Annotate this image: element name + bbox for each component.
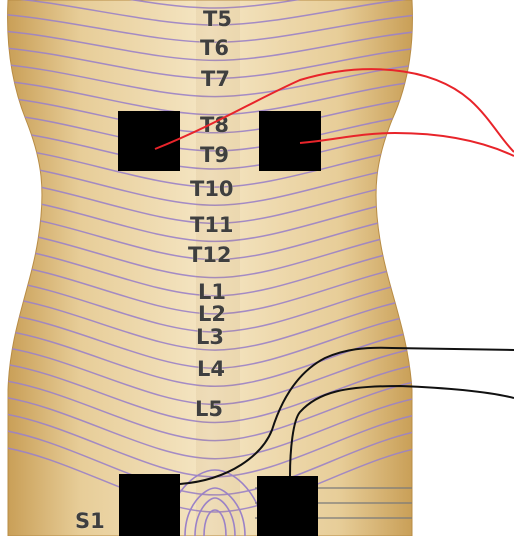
label-t9: T9 <box>200 143 229 167</box>
lower-left-electrode[interactable] <box>119 474 180 536</box>
label-t11: T11 <box>190 213 234 237</box>
label-l1: L1 <box>198 280 226 304</box>
label-t10: T10 <box>190 177 234 201</box>
label-t5: T5 <box>203 7 232 31</box>
label-t7: T7 <box>201 67 230 91</box>
label-l3: L3 <box>196 325 224 349</box>
upper-left-electrode[interactable] <box>118 111 180 171</box>
label-l4: L4 <box>197 357 225 381</box>
lower-right-electrode[interactable] <box>257 476 318 536</box>
label-s1: S1 <box>75 509 105 533</box>
label-l2: L2 <box>198 302 226 326</box>
label-l5: L5 <box>195 397 223 421</box>
label-t6: T6 <box>200 36 229 60</box>
label-t12: T12 <box>188 243 232 267</box>
